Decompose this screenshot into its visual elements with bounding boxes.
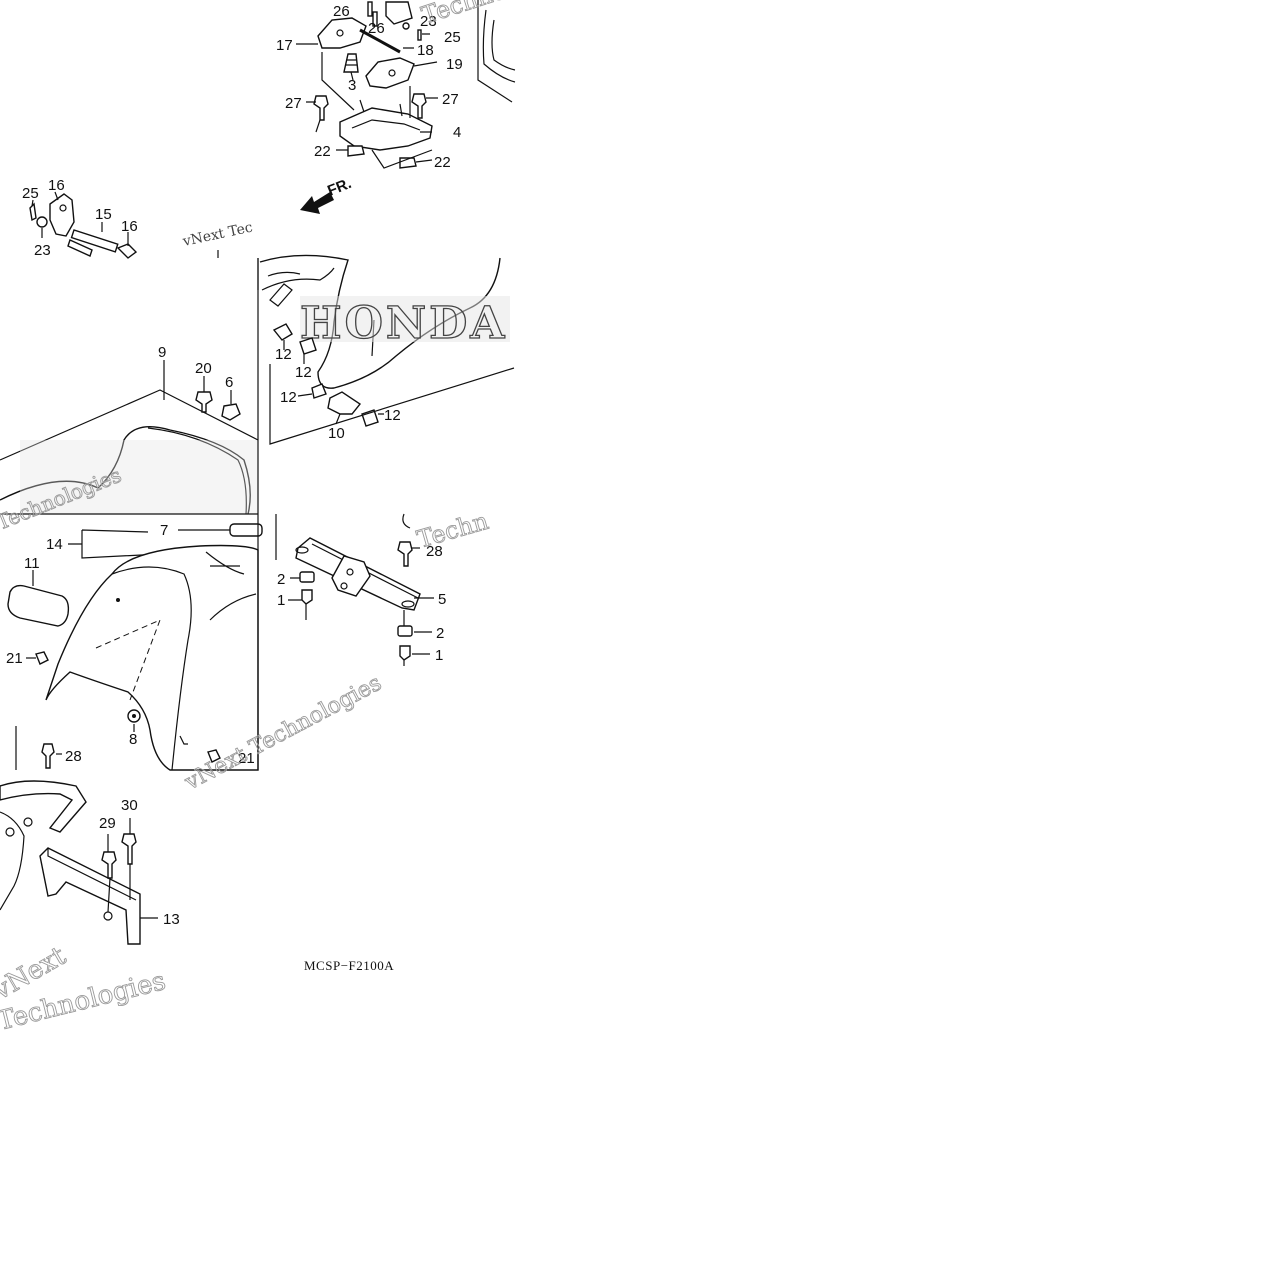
washer-23 bbox=[36, 216, 48, 228]
callout: 21 bbox=[6, 650, 23, 667]
seat-main-panel bbox=[0, 360, 259, 515]
callout: 11 bbox=[24, 555, 40, 572]
callout: 17 bbox=[276, 37, 293, 54]
grommet-12c bbox=[311, 383, 327, 399]
grab-rail bbox=[0, 780, 87, 833]
callout: 7 bbox=[160, 522, 168, 539]
callout: 27 bbox=[285, 95, 302, 112]
callout: 2 bbox=[277, 571, 285, 588]
bolt-20 bbox=[195, 391, 213, 413]
seat-9 bbox=[0, 426, 251, 515]
seat-stay-10 bbox=[327, 391, 362, 415]
grommet-12b bbox=[299, 337, 317, 355]
callout: 16 bbox=[48, 177, 65, 194]
front-direction-arrow: FR. bbox=[300, 175, 354, 214]
callout: 30 bbox=[121, 797, 138, 814]
bolt-27a bbox=[313, 95, 329, 121]
callout: 8 bbox=[129, 731, 137, 748]
lock-base-4 bbox=[339, 107, 433, 151]
lock-bracket-19 bbox=[365, 57, 415, 89]
callout: 20 bbox=[195, 360, 212, 377]
hinge-16a bbox=[49, 193, 75, 237]
watermark: Techno bbox=[418, 0, 510, 30]
callout: 26 bbox=[368, 20, 385, 37]
callout: 3 bbox=[348, 77, 356, 94]
callout: 19 bbox=[446, 56, 463, 73]
bolt-29 bbox=[101, 851, 117, 879]
spring-3 bbox=[343, 53, 359, 73]
rear-bracket-panel bbox=[0, 780, 158, 945]
nut-6 bbox=[221, 403, 241, 421]
callout: 18 bbox=[417, 42, 434, 59]
callout: 15 bbox=[95, 206, 112, 223]
honda-logo: HONDA bbox=[300, 298, 507, 349]
pin-26b bbox=[372, 11, 378, 27]
screw-21b bbox=[207, 749, 221, 763]
callout: 21 bbox=[238, 750, 255, 767]
callout: 1 bbox=[277, 592, 285, 609]
callout: 25 bbox=[444, 29, 461, 46]
callout: 10 bbox=[328, 425, 345, 442]
callout: 22 bbox=[314, 143, 331, 160]
callout: 12 bbox=[280, 389, 297, 406]
callout: 1 bbox=[435, 647, 443, 664]
watermark: Techn bbox=[414, 507, 492, 554]
callout: 26 bbox=[333, 3, 350, 20]
hinge-16b bbox=[116, 243, 138, 259]
callout: 12 bbox=[295, 364, 312, 381]
rubber-2a bbox=[299, 571, 315, 583]
seat-stay-panel bbox=[275, 513, 434, 666]
bolt-28b bbox=[397, 541, 413, 567]
callout: 23 bbox=[34, 242, 51, 259]
nut-22a bbox=[347, 145, 365, 157]
clip-25 bbox=[29, 202, 37, 222]
pad-11 bbox=[7, 584, 70, 627]
rear-cowl-panel bbox=[7, 523, 263, 771]
lock-bracket-17 bbox=[317, 17, 367, 49]
callout: 23 bbox=[420, 13, 437, 30]
callout: 6 bbox=[225, 374, 233, 391]
seat-top-panel: HONDA bbox=[257, 254, 515, 445]
diagram-code: MCSP−F2100A bbox=[304, 958, 394, 973]
callout: 9 bbox=[158, 344, 166, 361]
callout: 28 bbox=[426, 543, 443, 560]
pad-7 bbox=[229, 523, 263, 537]
callout: 2 bbox=[436, 625, 444, 642]
callout: 12 bbox=[384, 407, 401, 424]
watermark: vNext Tec bbox=[181, 220, 255, 251]
rubber-2b bbox=[397, 625, 413, 637]
collar-1b bbox=[399, 645, 411, 661]
callout: 5 bbox=[438, 591, 446, 608]
collar-1a bbox=[301, 589, 313, 605]
bolt-28a bbox=[41, 743, 55, 769]
callout: 12 bbox=[275, 346, 292, 363]
callout: 22 bbox=[434, 154, 451, 171]
bolt-27b bbox=[411, 93, 427, 119]
seat-lock-panel: FR. bbox=[296, 0, 516, 214]
callout-labels: 26 23 25 17 26 18 3 19 27 27 4 22 22 25 … bbox=[6, 3, 463, 928]
rear-cowl-14 bbox=[45, 544, 259, 771]
bolt-30 bbox=[121, 833, 137, 865]
callout: 28 bbox=[65, 748, 82, 765]
pin-26a bbox=[367, 1, 373, 17]
callout: 27 bbox=[442, 91, 459, 108]
callout: 13 bbox=[163, 911, 180, 928]
hinge-shaft-15 bbox=[70, 229, 119, 253]
callout: 25 bbox=[22, 185, 39, 202]
svg-text:FR.: FR. bbox=[325, 175, 354, 200]
screw-21a bbox=[35, 651, 49, 665]
bracket-13 bbox=[39, 847, 141, 945]
callout: 14 bbox=[46, 536, 63, 553]
clip-23a bbox=[385, 1, 413, 25]
grommet-12a bbox=[272, 323, 293, 341]
hinge-panel bbox=[29, 191, 219, 259]
callout: 29 bbox=[99, 815, 116, 832]
callout: 16 bbox=[121, 218, 138, 235]
callout: 4 bbox=[453, 124, 461, 141]
